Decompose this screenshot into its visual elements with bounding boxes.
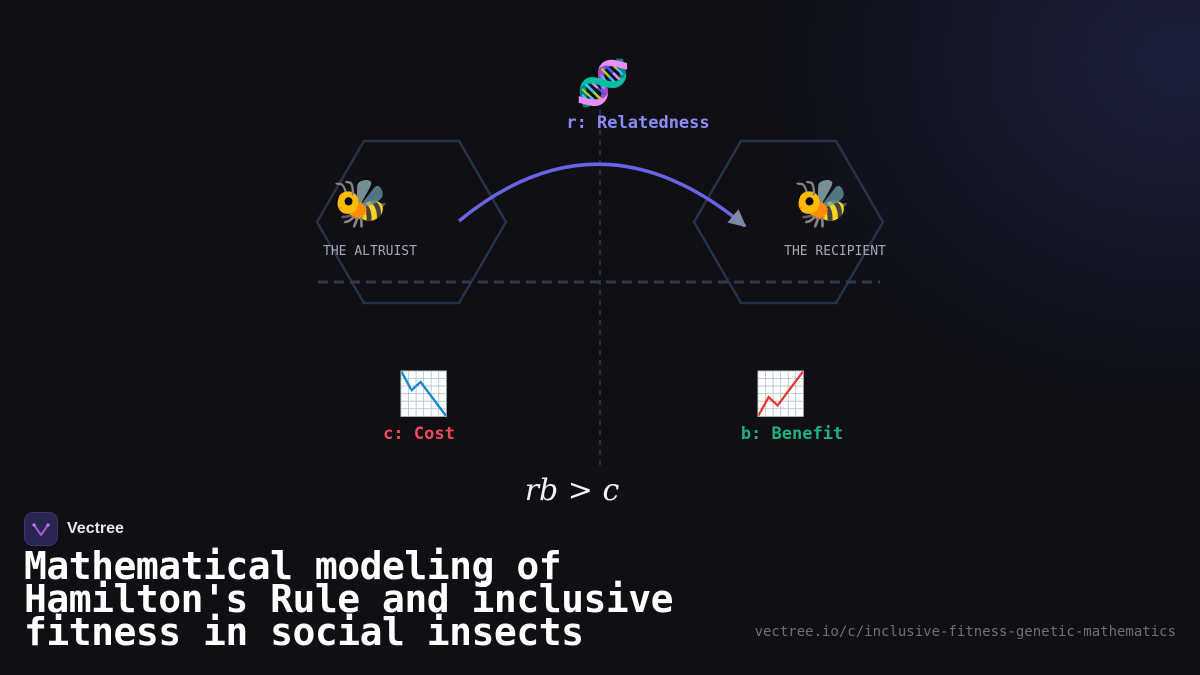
vectree-logo-icon	[24, 512, 58, 546]
chart-increasing-icon: 📈	[755, 369, 807, 418]
page-title: Mathematical modeling of Hamilton's Rule…	[24, 544, 673, 654]
recipient-hexagon	[692, 139, 885, 305]
brand[interactable]: Vectree	[24, 512, 124, 546]
altruist-label: THE ALTRUIST	[323, 244, 417, 259]
altruist-hexagon	[315, 139, 508, 305]
recipient-bee-icon: 🐝	[793, 176, 850, 230]
page-url[interactable]: vectree.io/c/inclusive-fitness-genetic-m…	[754, 624, 1176, 640]
relatedness-label: r: Relatedness	[566, 113, 709, 133]
chart-decreasing-icon: 📉	[398, 369, 450, 418]
dna-icon: 🧬	[576, 56, 631, 109]
brand-name: Vectree	[67, 520, 124, 537]
relatedness-arrow	[457, 162, 747, 228]
altruist-bee-icon: 🐝	[332, 176, 389, 230]
hamilton-formula: rb > c	[525, 473, 620, 508]
recipient-label: THE RECIPIENT	[784, 244, 886, 259]
cost-label: c: Cost	[383, 424, 455, 444]
benefit-label: b: Benefit	[741, 424, 843, 444]
